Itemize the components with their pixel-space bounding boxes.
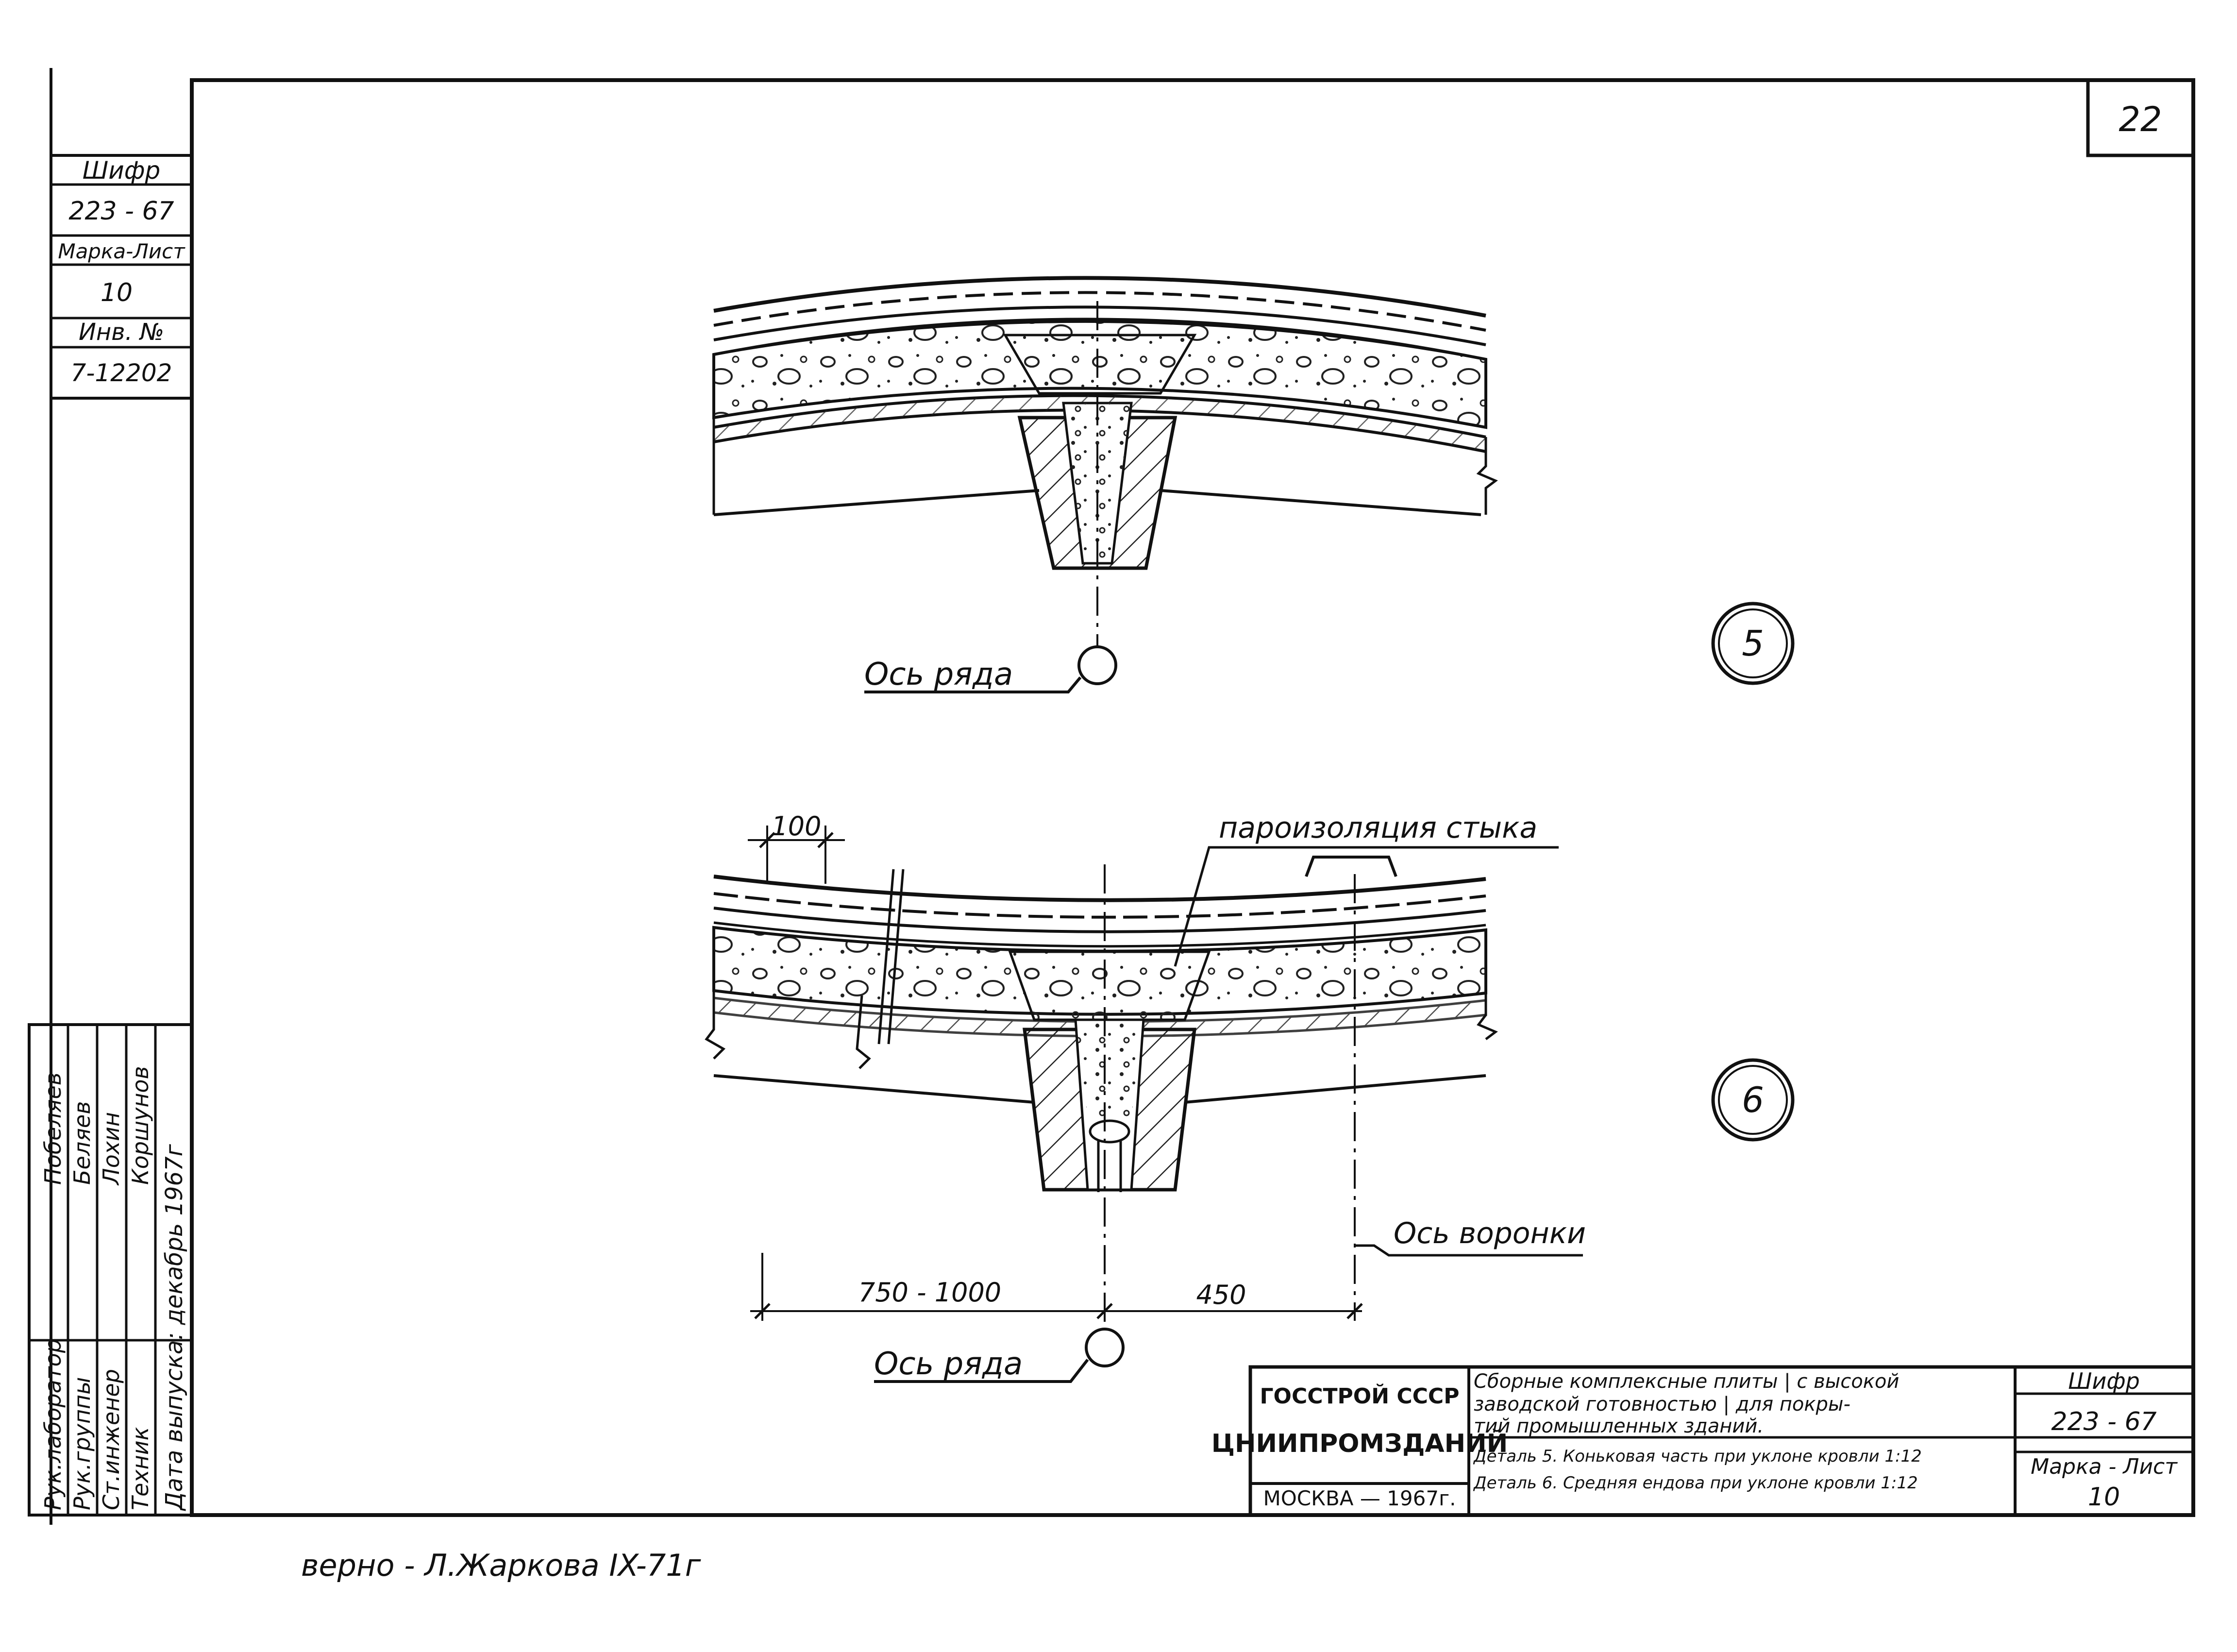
detail-6-drawing: 100 пароизоляция стыка 750 - 1000 450 Ос…: [705, 811, 1795, 1383]
detail-6-axis-marker: [1085, 1328, 1125, 1367]
sig-name-1: Побеляев: [40, 1072, 66, 1185]
side-mark-label: Марка-Лист: [58, 239, 185, 263]
page-number: 22: [2119, 100, 2162, 139]
handwritten-note: верно - Л.Жаркова IX-71г: [301, 1548, 701, 1583]
detail-6-dim-top: 100: [771, 811, 821, 842]
title-line-2: заводской готовностью | для покры-: [1474, 1393, 1850, 1416]
title-line-1: Сборные комплексные плиты | с высокой: [1474, 1370, 1899, 1393]
tb-code-value: 223 - 67: [2051, 1407, 2156, 1436]
sig-name-3: Лохин: [98, 1112, 124, 1186]
org-line-1: ГОССТРОЙ СССР: [1260, 1383, 1460, 1409]
side-mark-value: 10: [101, 278, 133, 307]
side-inv-label: Инв. №: [79, 319, 164, 346]
tb-code-label: Шифр: [2068, 1368, 2140, 1394]
sheet-frame: [190, 78, 2195, 1517]
title-line-3: тий промышленных зданий.: [1474, 1415, 1764, 1437]
detail-6-funnel-axis-label: Ось воронки: [1394, 1216, 1586, 1250]
detail-5-drawing: Ось ряда 5: [712, 276, 1795, 693]
sig-role-1: Рук.лаборатор: [40, 1339, 66, 1510]
city-year: МОСКВА — 1967г.: [1263, 1486, 1456, 1510]
sig-name-4: Коршунов: [127, 1066, 153, 1185]
detail-6-number: 6: [1742, 1079, 1764, 1120]
sig-role-2: Рук.группы: [69, 1377, 95, 1510]
side-code-value: 223 - 67: [68, 197, 174, 226]
signature-block: Рук.лаборатор Рук.группы Ст.инженер Техн…: [28, 1023, 193, 1517]
release-date: Дата выпуска: декабрь 1967г: [161, 1144, 188, 1511]
detail-6-vapor-label: пароизоляция стыка: [1219, 811, 1537, 845]
detail-line-1: Деталь 5. Коньковая часть при уклоне кро…: [1473, 1447, 1922, 1466]
sig-role-3: Ст.инженер: [98, 1369, 124, 1510]
detail-6-dim-left: 750 - 1000: [858, 1277, 1001, 1308]
sig-role-4: Техник: [127, 1427, 153, 1510]
side-inv-value: 7-12202: [71, 359, 172, 387]
title-block: ГОССТРОЙ СССР ЦНИИПРОМЗДАНИЙ МОСКВА — 19…: [1211, 1365, 2195, 1517]
detail-5-number-circle: [1711, 602, 1795, 685]
side-stamp: Шифр 223 - 67 Марка-Лист 10 Инв. № 7-122…: [50, 68, 193, 1525]
sig-name-2: Беляев: [69, 1101, 95, 1185]
tb-mark-label: Марка - Лист: [2031, 1454, 2178, 1479]
detail-6-number-circle: [1711, 1058, 1795, 1142]
detail-5-axis-label: Ось ряда: [864, 657, 1013, 692]
tb-mark-value: 10: [2088, 1483, 2120, 1512]
side-code-label: Шифр: [83, 156, 160, 185]
detail-5-number: 5: [1742, 623, 1764, 664]
detail-5-axis-marker: [1077, 645, 1117, 685]
detail-line-2: Деталь 6. Средняя ендова при уклоне кров…: [1473, 1473, 1918, 1493]
detail-6-dim-right: 450: [1196, 1280, 1246, 1310]
detail-6-axis-label: Ось ряда: [874, 1346, 1023, 1382]
page-number-box: 22: [2086, 78, 2195, 157]
org-line-2: ЦНИИПРОМЗДАНИЙ: [1211, 1429, 1508, 1458]
